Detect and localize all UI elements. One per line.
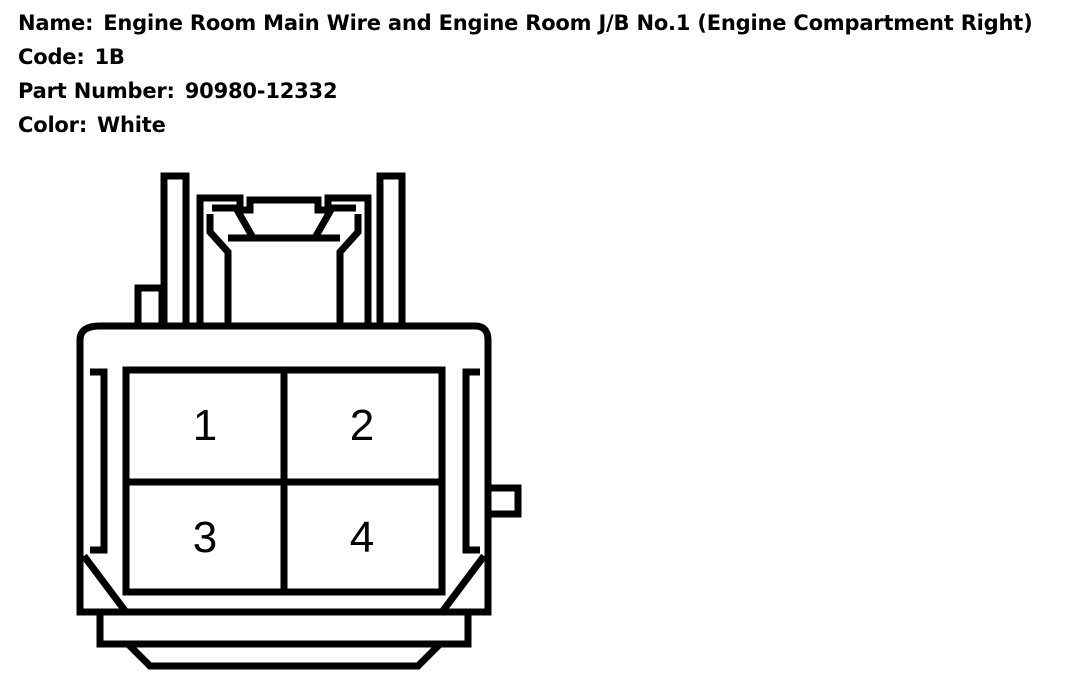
base-bottom [125,641,443,670]
pin-1: 1 [193,401,217,450]
color-row: Color: White [18,108,1033,142]
code-label: Code: [18,45,85,69]
bottom-left-chamfer [81,553,129,615]
left-latch-tower [160,172,190,326]
lock-tab-right [312,204,356,238]
right-side-rail [462,368,480,554]
part-number-value: 90980-12332 [184,79,338,103]
pin-2: 2 [350,401,374,450]
pin-3: 3 [193,513,217,562]
connector-housing [76,322,492,616]
right-clip [488,484,522,518]
base-plate [96,612,472,648]
color-value: White [97,113,166,137]
left-side-rail [90,368,108,554]
bottom-right-chamfer [439,553,487,615]
lock-tab-left [212,204,256,238]
part-number-label: Part Number: [18,79,175,103]
code-value: 1B [94,45,125,69]
name-row: Name: Engine Room Main Wire and Engine Ro… [18,6,1033,40]
lock-inner-left [206,214,232,326]
connector-info: Name: Engine Room Main Wire and Engine Ro… [18,6,1033,142]
polarity-key [134,284,166,330]
pin-4: 4 [350,513,374,562]
color-label: Color: [18,113,88,137]
lock-inner-right [336,214,362,326]
code-row: Code: 1B [18,40,1033,74]
name-value: Engine Room Main Wire and Engine Room J/… [103,11,1033,35]
lock-mechanism [196,194,372,326]
name-label: Name: [18,11,94,35]
right-latch-tower [376,172,406,326]
part-number-row: Part Number: 90980-12332 [18,74,1033,108]
